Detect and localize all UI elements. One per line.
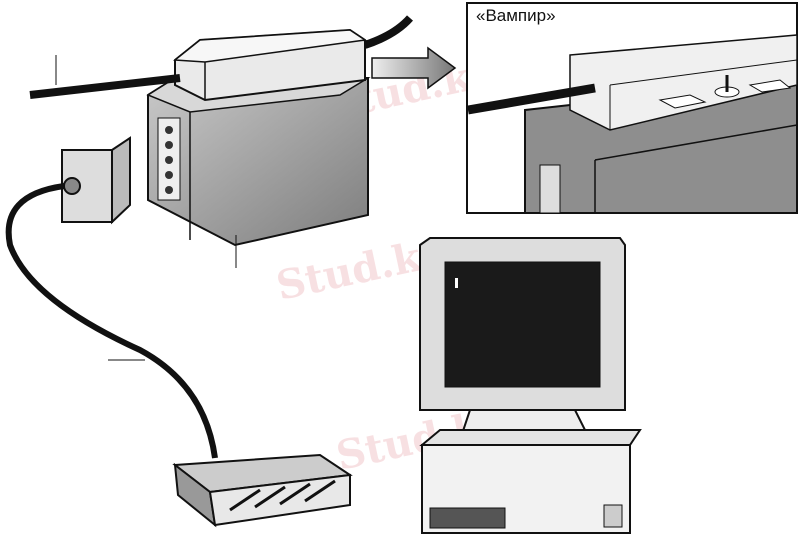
drop-cable — [5, 183, 218, 459]
arrow-icon — [371, 46, 457, 90]
inset-zoom-panel — [466, 2, 798, 214]
power-button — [603, 504, 623, 528]
transceiver-box — [146, 77, 371, 247]
monitor-screen — [444, 261, 601, 388]
aui-connector — [61, 136, 131, 225]
coax-cable — [29, 15, 413, 99]
vampire-clamp — [173, 28, 368, 102]
db15-plug — [172, 453, 353, 528]
floppy-drive — [429, 507, 506, 529]
inset-label: «Вампир» — [476, 6, 556, 25]
computer — [419, 237, 642, 534]
